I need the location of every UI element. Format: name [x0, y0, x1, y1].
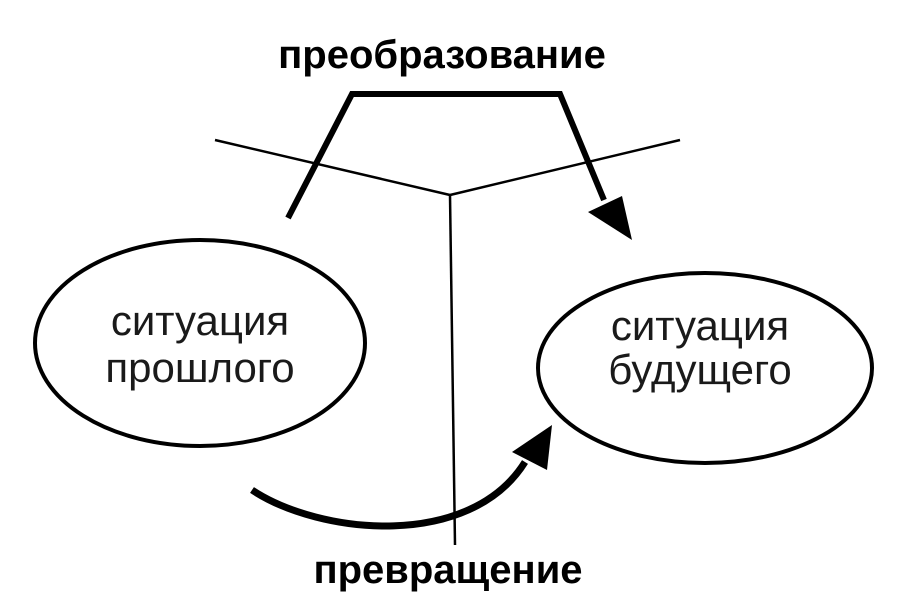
axis-line-left: [214, 138, 451, 197]
transformation-arrow-head: [588, 196, 632, 240]
top-label-transformation: преобразование: [278, 33, 606, 77]
conversion-curved-arrow: [250, 460, 528, 530]
past-situation-label-line2: прошлого: [105, 344, 294, 391]
transformation-bracket-arrow: [285, 91, 607, 220]
future-situation-ellipse: [536, 271, 874, 465]
past-situation-label-line1: ситуация: [111, 297, 289, 344]
bottom-label-conversion: превращение: [313, 548, 582, 592]
axis-line-vertical: [448, 194, 457, 546]
past-situation-ellipse: [33, 238, 367, 448]
conversion-arrow-head: [512, 425, 552, 470]
future-situation-label-line1: ситуация: [611, 302, 789, 349]
future-situation-label-line2: будущего: [608, 346, 791, 393]
axis-line-right: [449, 138, 681, 197]
